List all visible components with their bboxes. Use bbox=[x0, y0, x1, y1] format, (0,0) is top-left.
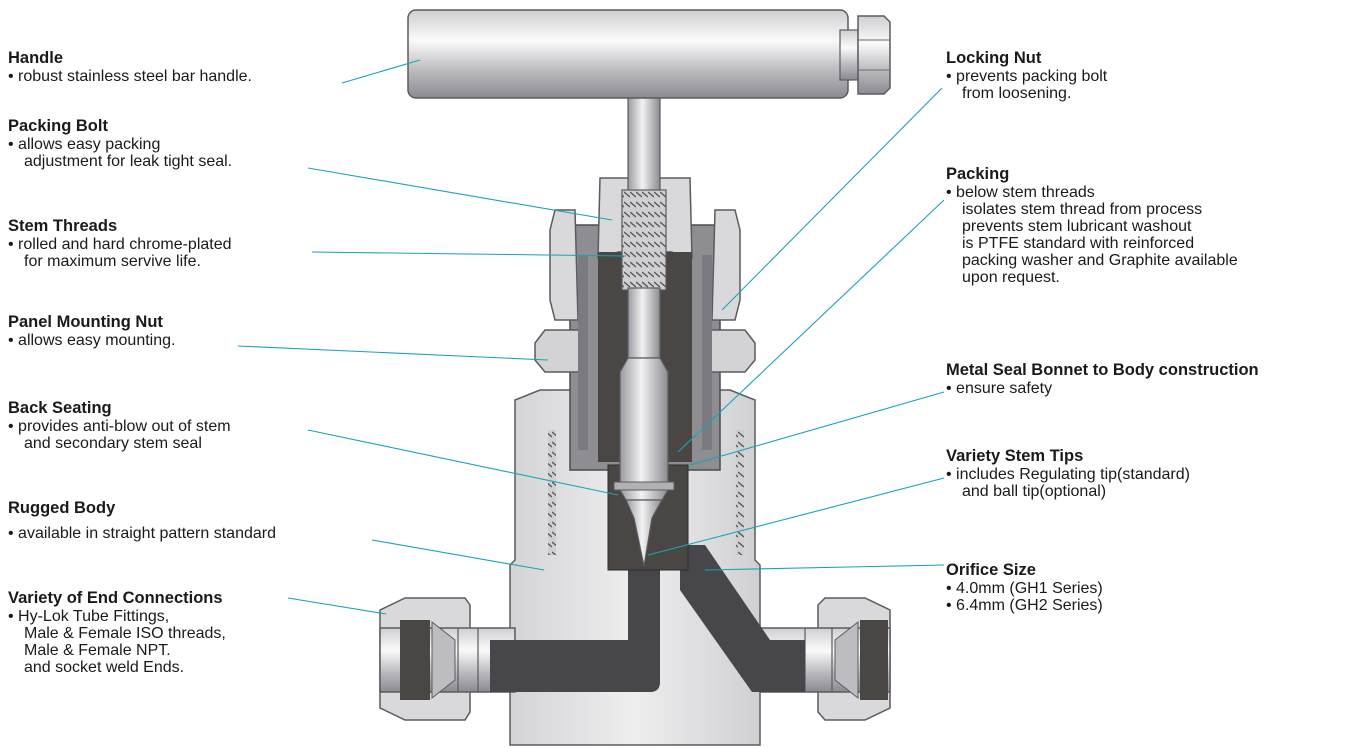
callout-title: Variety of End Connections bbox=[8, 589, 223, 607]
leader-stem-tips bbox=[647, 477, 945, 556]
callout-locking-nut: Locking Nut prevents packing bolt from l… bbox=[946, 49, 1107, 103]
callout-handle: Handle robust stainless steel bar handle… bbox=[8, 49, 252, 86]
leader-handle bbox=[341, 59, 421, 84]
callout-title: Metal Seal Bonnet to Body construction bbox=[946, 361, 1259, 379]
callout-line: ensure safety bbox=[946, 380, 1259, 397]
callout-line: for maximum servive life. bbox=[24, 253, 201, 270]
callout-rugged-body: Rugged Body available in straight patter… bbox=[8, 499, 276, 543]
callout-line: prevents stem lubricant washout bbox=[962, 218, 1192, 235]
leader-packing-bolt bbox=[307, 167, 613, 221]
leader-packing bbox=[677, 199, 945, 453]
leader-back-seating bbox=[307, 429, 619, 496]
bonnet-thread-right bbox=[702, 255, 712, 450]
callout-line: and socket weld Ends. bbox=[24, 659, 185, 676]
stem-middle bbox=[627, 287, 661, 359]
leader-rugged-body bbox=[371, 539, 545, 571]
callout-line: isolates stem thread from process bbox=[962, 201, 1203, 218]
handle-bar bbox=[407, 9, 849, 99]
callout-line: prevents packing bolt bbox=[946, 68, 1107, 85]
callout-stem-tips: Variety Stem Tips includes Regulating ti… bbox=[946, 447, 1190, 501]
callout-line: below stem threads bbox=[946, 184, 1238, 201]
callout-line: is PTFE standard with reinforced bbox=[962, 235, 1195, 252]
callout-line: available in straight pattern standard bbox=[8, 525, 276, 542]
callout-packing-bolt: Packing Bolt allows easy packing adjustm… bbox=[8, 117, 233, 171]
callout-orifice: Orifice Size 4.0mm (GH1 Series) 6.4mm (G… bbox=[946, 561, 1103, 615]
leader-panel-nut bbox=[237, 345, 549, 361]
leader-orifice bbox=[704, 564, 945, 571]
body-thread-right bbox=[736, 430, 744, 555]
callout-line: upon request. bbox=[962, 269, 1060, 286]
handle-collar bbox=[839, 29, 859, 81]
callout-line: allows easy packing bbox=[8, 136, 232, 153]
body-thread-left bbox=[548, 430, 556, 555]
callout-metal-seal: Metal Seal Bonnet to Body construction e… bbox=[946, 361, 1259, 398]
flow-path-outlet bbox=[680, 545, 805, 692]
callout-line: from loosening. bbox=[962, 85, 1072, 102]
callout-line: 6.4mm (GH2 Series) bbox=[946, 597, 1103, 614]
callout-packing: Packing below stem threads isolates stem… bbox=[946, 165, 1238, 287]
handle-nut bbox=[857, 15, 891, 95]
callout-line: robust stainless steel bar handle. bbox=[8, 68, 252, 85]
leader-end-connections bbox=[287, 597, 387, 615]
callout-line: provides anti-blow out of stem bbox=[8, 418, 231, 435]
stem-threads-shape bbox=[621, 189, 667, 291]
callout-title: Rugged Body bbox=[8, 499, 116, 517]
callout-title: Orifice Size bbox=[946, 561, 1036, 579]
leader-locking-nut bbox=[721, 87, 943, 311]
callout-line: 4.0mm (GH1 Series) bbox=[946, 580, 1103, 597]
callout-line: Male & Female NPT. bbox=[24, 642, 171, 659]
callout-title: Handle bbox=[8, 49, 64, 67]
panel-nut bbox=[534, 329, 756, 373]
stem-lower bbox=[619, 357, 669, 501]
callout-title: Packing bbox=[946, 165, 1010, 183]
callout-title: Variety Stem Tips bbox=[946, 447, 1084, 465]
callout-line: rolled and hard chrome-plated bbox=[8, 236, 231, 253]
bonnet-thread-left bbox=[578, 255, 588, 450]
back-seat-ring bbox=[613, 481, 675, 491]
callout-end-connections: Variety of End Connections Hy-Lok Tube F… bbox=[8, 589, 226, 677]
callout-line: adjustment for leak tight seal. bbox=[24, 153, 233, 170]
callout-stem-threads: Stem Threads rolled and hard chrome-plat… bbox=[8, 217, 232, 271]
stem-tip bbox=[625, 499, 664, 567]
callout-title: Stem Threads bbox=[8, 217, 118, 235]
callout-title: Panel Mounting Nut bbox=[8, 313, 163, 331]
leader-metal-seal bbox=[689, 391, 945, 466]
callout-line: and ball tip(optional) bbox=[962, 483, 1107, 500]
callout-panel-nut: Panel Mounting Nut allows easy mounting. bbox=[8, 313, 175, 350]
locking-nut bbox=[549, 209, 741, 321]
callout-line: Hy-Lok Tube Fittings, bbox=[8, 608, 226, 625]
callout-title: Locking Nut bbox=[946, 49, 1042, 67]
callout-title: Packing Bolt bbox=[8, 117, 108, 135]
leader-stem-threads bbox=[311, 251, 627, 257]
callout-line: allows easy mounting. bbox=[8, 332, 175, 349]
callout-back-seating: Back Seating provides anti-blow out of s… bbox=[8, 399, 231, 453]
callout-line: includes Regulating tip(standard) bbox=[946, 466, 1190, 483]
callout-title: Back Seating bbox=[8, 399, 112, 417]
callout-line: packing washer and Graphite available bbox=[962, 252, 1238, 269]
callout-line: and secondary stem seal bbox=[24, 435, 202, 452]
callout-line: Male & Female ISO threads, bbox=[24, 625, 226, 642]
flow-path bbox=[490, 545, 660, 692]
